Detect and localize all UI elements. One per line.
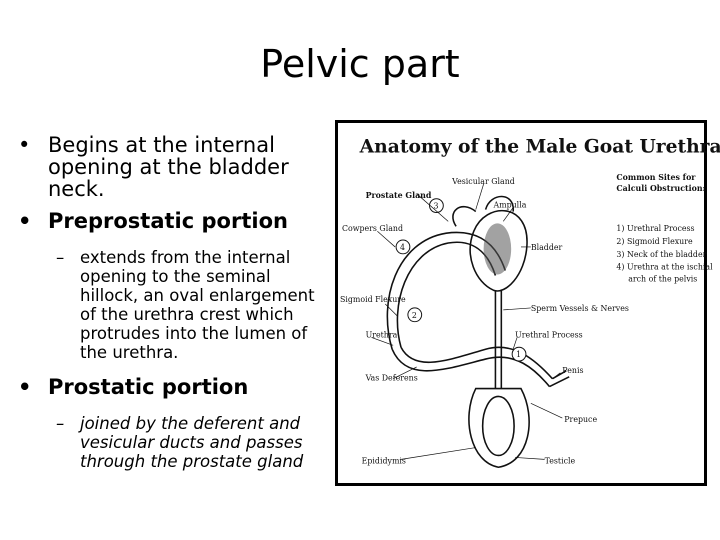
marker-1: 1 — [516, 350, 521, 359]
label-bladder: Bladder — [531, 243, 563, 252]
bullet-marker: • — [18, 133, 31, 157]
site-markers: 3 4 2 1 — [395, 198, 527, 362]
label-vesicular-gland: Vesicular Gland — [451, 177, 515, 186]
sub-bullet-marker: – — [56, 248, 65, 267]
label-sigmoid-flexure: Sigmoid Flexure — [340, 295, 406, 304]
label-testicle: Testicle — [545, 456, 576, 465]
sub-bullet-item: – extends from the internal opening to t… — [18, 248, 333, 362]
slide-title: Pelvic part — [260, 42, 460, 86]
sub-bullet-text: extends from the internal opening to the… — [80, 248, 315, 362]
bullet-list: • Begins at the internal opening at the … — [18, 134, 333, 471]
marker-circle — [407, 307, 423, 323]
bullet-item: • Prostatic portion — [18, 376, 333, 398]
sites-heading: Common Sites for — [616, 173, 696, 182]
label-urethral-process: Urethral Process — [515, 330, 583, 339]
bullet-marker: • — [18, 375, 32, 399]
bladder-shading — [483, 223, 512, 275]
figure-title: Anatomy of the Male Goat Urethra — [359, 136, 720, 158]
sub-bullet-text: joined by the deferent and vesicular duc… — [80, 414, 304, 471]
bullet-heading: Preprostatic portion — [48, 209, 288, 233]
site-item: arch of the pelvis — [628, 274, 697, 283]
label-prostate-gland: Prostate Gland — [366, 191, 432, 200]
label-penis: Penis — [562, 366, 583, 375]
bullet-item: • Preprostatic portion — [18, 210, 333, 232]
marker-4: 4 — [400, 243, 405, 252]
marker-circle — [511, 346, 527, 362]
label-epididymis: Epididymis — [362, 456, 406, 465]
bullet-item: • Begins at the internal opening at the … — [18, 134, 333, 200]
bullet-marker: • — [18, 209, 32, 233]
sub-bullet-item: – joined by the deferent and vesicular d… — [18, 414, 333, 471]
label-vas-deferens: Vas Deferens — [365, 374, 418, 383]
marker-2: 2 — [412, 311, 417, 320]
marker-3: 3 — [433, 202, 438, 211]
label-sperm-vessels: Sperm Vessels & Nerves — [531, 304, 629, 313]
sub-bullet-marker: – — [56, 414, 65, 433]
sites-heading: Calculi Obstruction: — [616, 184, 705, 193]
label-ampulla: Ampulla — [492, 201, 526, 210]
anatomy-figure: Anatomy of the Male Goat Urethra — [335, 120, 720, 486]
obstruction-sites-legend: Common Sites for Calculi Obstruction: 1)… — [616, 173, 713, 283]
site-item: 1) Urethral Process — [616, 224, 694, 233]
site-item: 2) Sigmoid Flexure — [616, 237, 693, 246]
label-urethra: Urethra — [366, 330, 398, 339]
bullet-heading: Prostatic portion — [48, 375, 249, 399]
site-item: 4) Urethra at the ischial — [616, 263, 713, 272]
label-cowpers-gland: Cowpers Gland — [342, 224, 403, 233]
anatomy-diagram: Anatomy of the Male Goat Urethra — [340, 136, 720, 469]
marker-circle — [429, 198, 444, 213]
leader-lines — [371, 183, 563, 460]
label-prepuce: Prepuce — [564, 415, 597, 424]
marker-circle — [395, 239, 411, 255]
bullet-text: Begins at the internal opening at the bl… — [48, 133, 289, 201]
site-item: 3) Neck of the bladder — [616, 250, 706, 259]
